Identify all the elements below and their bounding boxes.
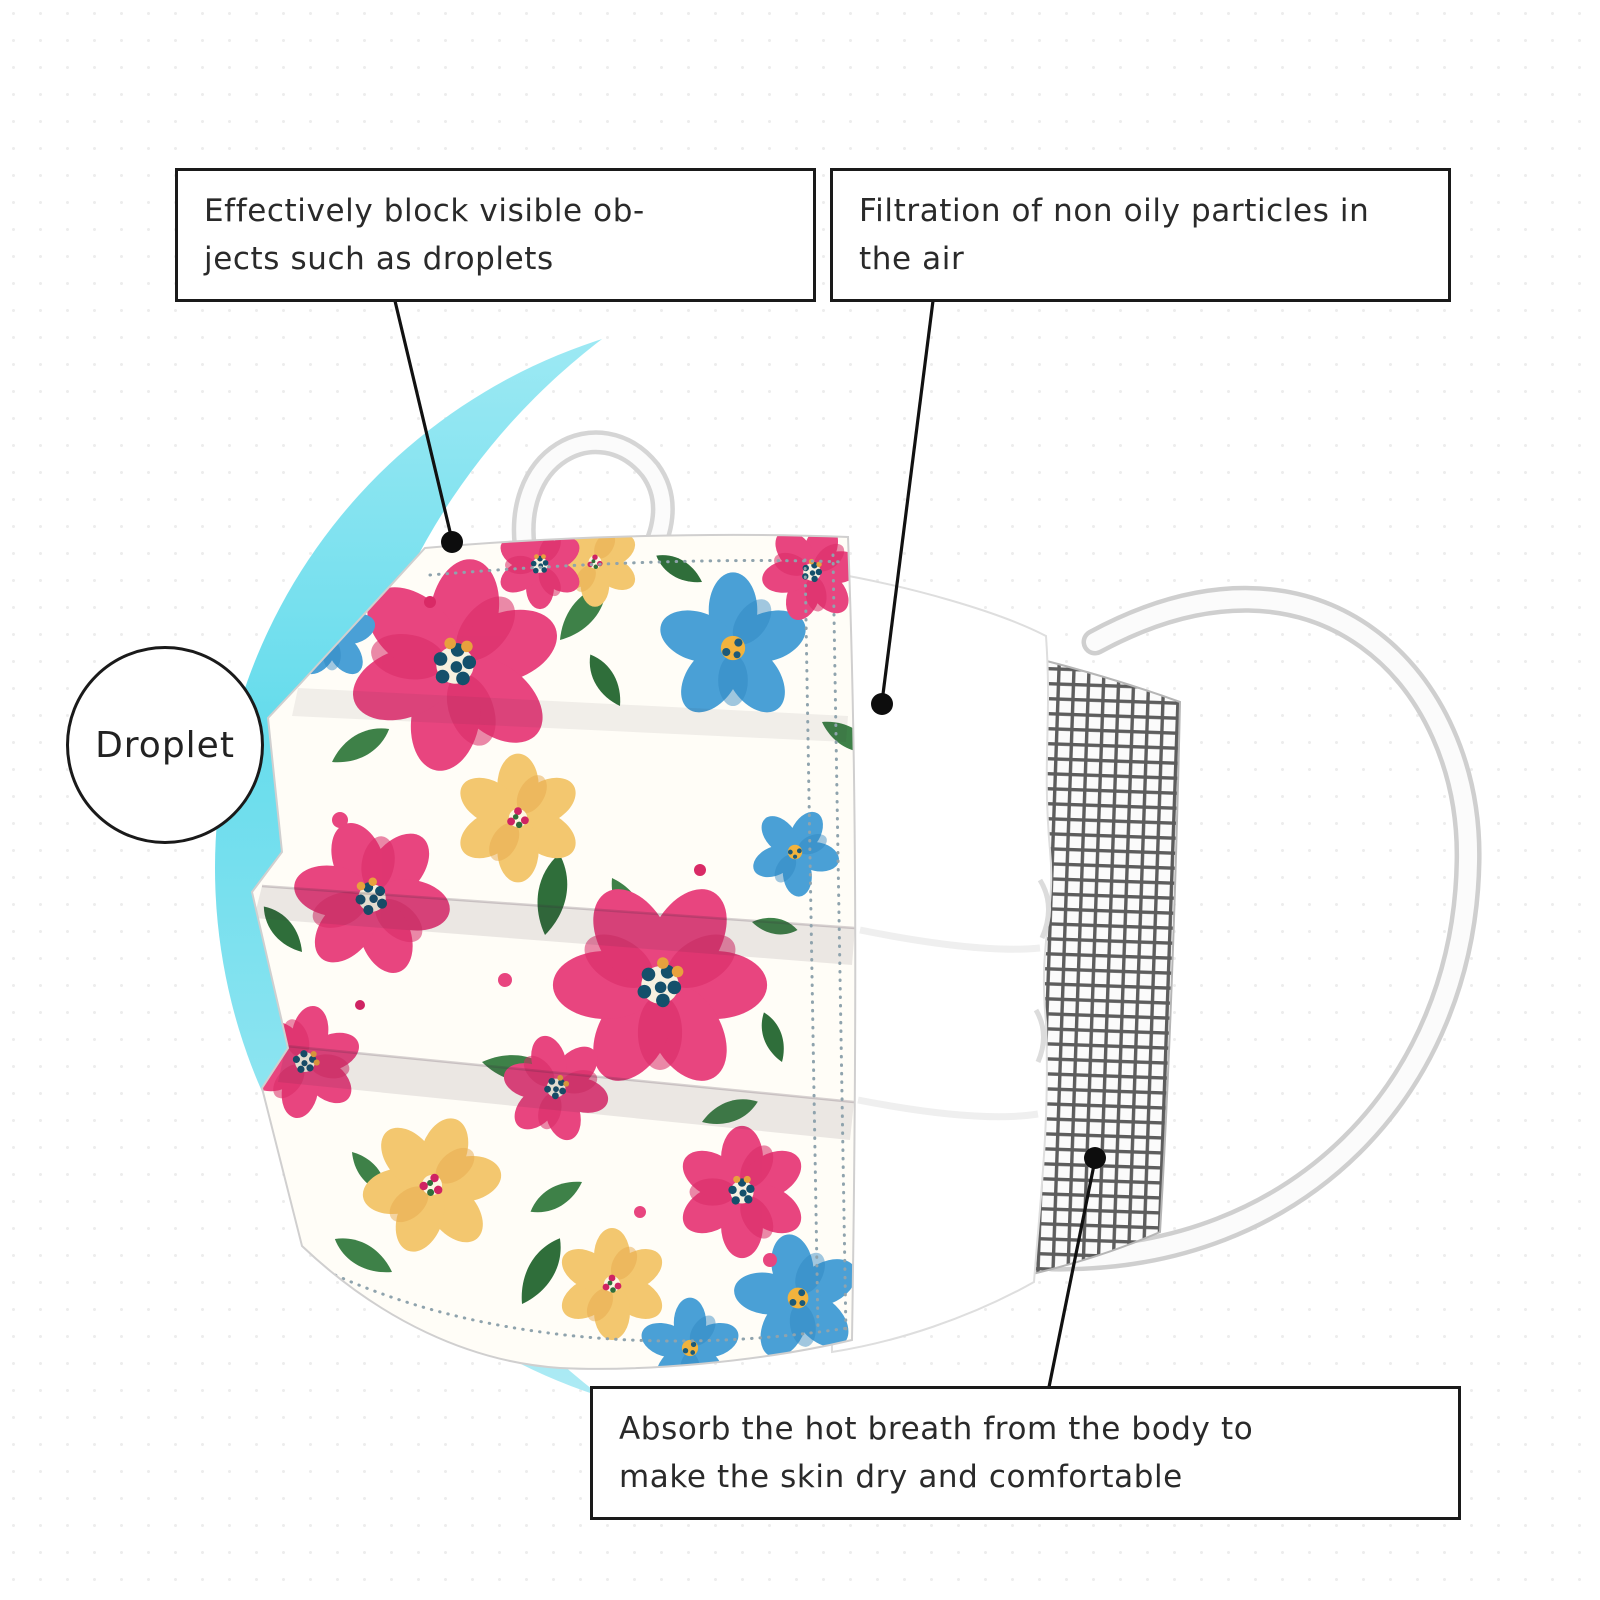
floral-layer <box>250 533 857 1370</box>
dot-filter-layer <box>871 693 893 715</box>
ear-loop-right-icon <box>1038 585 1482 1272</box>
leader-line-filtration <box>880 284 937 703</box>
callout-block-droplets: Effectively block visible ob- jects such… <box>175 168 816 303</box>
leader-line-absorb <box>1046 1159 1097 1393</box>
filter-layer <box>824 570 1053 1354</box>
callout-absorb: Absorb the hot breath from the body to m… <box>590 1386 1461 1521</box>
ear-loop-left-icon <box>511 430 675 572</box>
droplet-label: Droplet <box>95 724 235 766</box>
callout-block-droplets-line1: Effectively block visible ob- <box>204 193 645 229</box>
callout-filtration-line1: Filtration of non oily particles in <box>859 193 1370 229</box>
leader-lines <box>388 279 1097 1393</box>
callout-absorb-line1: Absorb the hot breath from the body to <box>619 1411 1254 1447</box>
callout-filtration: Filtration of non oily particles in the … <box>830 168 1451 303</box>
dot-mesh-layer <box>1084 1147 1106 1169</box>
leader-dots <box>441 531 1106 1169</box>
leader-line-droplets <box>388 279 454 541</box>
callout-absorb-line2: make the skin dry and comfortable <box>619 1459 1183 1496</box>
callout-block-droplets-line2: jects such as droplets <box>204 241 554 278</box>
droplet-badge: Droplet <box>66 646 264 844</box>
callout-filtration-line2: the air <box>859 241 965 278</box>
dot-floral-layer <box>441 531 463 553</box>
